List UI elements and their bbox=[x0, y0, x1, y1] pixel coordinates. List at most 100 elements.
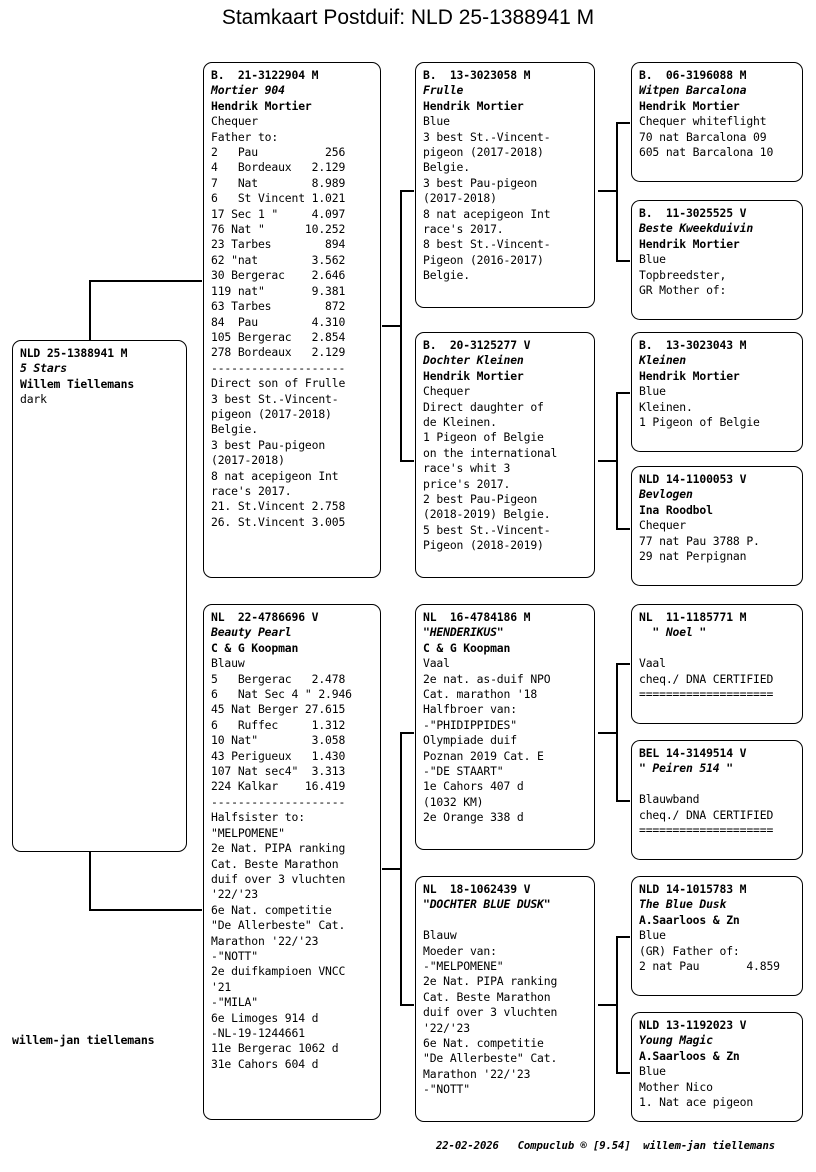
father-ring: B. 21-3122904 M bbox=[211, 68, 319, 82]
mf-detail-lines-6: Poznan 2019 Cat. E bbox=[423, 748, 544, 763]
pedigree-box-ffm[interactable]: B. 11-3025525 V Beste Kweekduivin Hendri… bbox=[631, 200, 803, 320]
ffm-name: Beste Kweekduivin bbox=[639, 221, 754, 236]
mother-detail-lines-2: 6 Nat Sec 4 " 2.946 bbox=[211, 687, 352, 702]
pedigree-box-mother-father[interactable]: NL 16-4784186 M "HENDERIKUS" C & G Koopm… bbox=[415, 604, 595, 850]
father-detail-lines-20: Belgie. bbox=[211, 422, 258, 437]
mother-detail-lines-11: "MELPOMENE" bbox=[211, 825, 285, 840]
pedigree-box-subject[interactable]: NLD 25-1388941 M 5 Stars Willem Tiellema… bbox=[12, 340, 187, 852]
fff-owner: Hendrik Mortier bbox=[639, 98, 740, 113]
mm-detail-lines-9: Marathon '22/'23 bbox=[423, 1066, 531, 1081]
mother-detail-lines-24: -NL-19-1244661 bbox=[211, 1025, 305, 1040]
mother-detail-lines-26: 31e Cahors 604 d bbox=[211, 1056, 319, 1071]
mmf-detail-lines: Blue(GR) Father of:2 nat Pau 4.859 bbox=[639, 928, 795, 974]
connector-mf-vertical bbox=[616, 663, 618, 800]
mother-ring: NL 22-4786696 V bbox=[211, 610, 319, 624]
subject-owner: Willem Tiellemans bbox=[20, 376, 135, 391]
mf-ring: NL 16-4784186 M bbox=[423, 610, 531, 624]
mm-detail-lines-8: "De Allerbeste" Cat. bbox=[423, 1051, 558, 1066]
father-detail-lines-4: 7 Nat 8.989 bbox=[211, 175, 346, 190]
ff-name: Frulle bbox=[423, 83, 464, 98]
fm-detail-lines-10: Pigeon (2018-2019) bbox=[423, 538, 544, 553]
connector-mm-in bbox=[598, 1004, 616, 1006]
father-detail-lines-13: 84 Pau 4.310 bbox=[211, 314, 346, 329]
father-detail-lines-21: 3 best Pau-pigeon bbox=[211, 437, 326, 452]
mfm-detail-lines-1: cheq./ DNA CERTIFIED bbox=[639, 807, 774, 822]
mf-detail-lines-10: 2e Orange 338 d bbox=[423, 810, 524, 825]
mm-detail-lines-1: Moeder van: bbox=[423, 943, 497, 958]
father-detail-lines-25: 21. St.Vincent 2.758 bbox=[211, 499, 346, 514]
father-detail-lines-19: pigeon (2017-2018) bbox=[211, 406, 332, 421]
mm-detail-lines-0: Blauw bbox=[423, 928, 457, 943]
mm-detail-lines-2: -"MELPOMENE" bbox=[423, 959, 504, 974]
pedigree-box-fmf[interactable]: B. 13-3023043 M Kleinen Hendrik Mortier … bbox=[631, 332, 803, 452]
mother-detail-lines-21: '21 bbox=[211, 979, 232, 994]
pedigree-box-father-father[interactable]: B. 13-3023058 M Frulle Hendrik Mortier B… bbox=[415, 62, 595, 308]
footer-text: 22-02-2026 Compuclub ® [9.54] willem-jan… bbox=[436, 1140, 776, 1152]
mother-detail-lines-25: 11e Bergerac 1062 d bbox=[211, 1041, 339, 1056]
pedigree-box-mmm[interactable]: NLD 13-1192023 V Young Magic A.Saarloos … bbox=[631, 1012, 803, 1122]
pedigree-box-father[interactable]: B. 21-3122904 M Mortier 904 Hendrik Mort… bbox=[203, 62, 381, 578]
fm-detail-lines-2: de Kleinen. bbox=[423, 415, 497, 430]
mother-detail-lines-10: Halfsister to: bbox=[211, 810, 305, 825]
mmf-detail-lines-2: 2 nat Pau 4.859 bbox=[639, 959, 780, 974]
fmm-ring: NLD 14-1100053 V bbox=[639, 472, 747, 486]
pedigree-box-mfm[interactable]: BEL 14-3149514 V " Peiren 514 " Blauwban… bbox=[631, 740, 803, 860]
fm-detail-lines-6: price's 2017. bbox=[423, 476, 511, 491]
mm-ring: NL 18-1062439 V bbox=[423, 882, 531, 896]
owner-label: willem-jan tiellemans bbox=[12, 1033, 155, 1047]
mff-detail-lines-2: ==================== bbox=[639, 687, 774, 702]
mm-detail-lines-7: 6e Nat. competitie bbox=[423, 1036, 544, 1051]
fmf-owner: Hendrik Mortier bbox=[639, 368, 740, 383]
ffm-detail-lines-1: Topbreedster, bbox=[639, 267, 727, 282]
pedigree-box-mother[interactable]: NL 22-4786696 V Beauty Pearl C & G Koopm… bbox=[203, 604, 381, 1120]
pedigree-box-fmm[interactable]: NLD 14-1100053 V Bevlogen Ina Roodbol Ch… bbox=[631, 466, 803, 586]
mf-owner: C & G Koopman bbox=[423, 640, 511, 655]
mother-detail-lines-17: "De Allerbeste" Cat. bbox=[211, 918, 346, 933]
mmm-detail-lines-2: 1. Nat ace pigeon bbox=[639, 1095, 754, 1110]
mmf-detail-lines-1: (GR) Father of: bbox=[639, 943, 740, 958]
page-title: Stamkaart Postduif: NLD 25-1388941 M bbox=[221, 6, 595, 29]
mmm-detail-lines-0: Blue bbox=[639, 1064, 666, 1079]
mf-detail-lines-2: Cat. marathon '18 bbox=[423, 687, 538, 702]
mf-detail-lines-5: Olympiade duif bbox=[423, 733, 517, 748]
fmm-detail-lines-1: 77 nat Pau 3788 P. bbox=[639, 533, 760, 548]
pedigree-box-fff[interactable]: B. 06-3196088 M Witpen Barcalona Hendrik… bbox=[631, 62, 803, 182]
mfm-ring: BEL 14-3149514 V bbox=[639, 746, 747, 760]
pedigree-box-mother-mother[interactable]: NL 18-1062439 V "DOCHTER BLUE DUSK" Blau… bbox=[415, 876, 595, 1122]
connector-mother-in bbox=[382, 868, 400, 870]
pedigree-box-father-mother[interactable]: B. 20-3125277 V Dochter Kleinen Hendrik … bbox=[415, 332, 595, 578]
fmm-detail-lines-0: Chequer bbox=[639, 518, 686, 533]
mother-detail-lines-5: 10 Nat" 3.058 bbox=[211, 733, 346, 748]
subject-detail-lines-0: dark bbox=[20, 392, 47, 407]
connector-fm-vertical bbox=[616, 392, 618, 528]
ff-detail-lines-1: 3 best St.-Vincent- bbox=[423, 129, 551, 144]
mother-detail-lines-19: -"NOTT" bbox=[211, 948, 258, 963]
ff-owner: Hendrik Mortier bbox=[423, 98, 524, 113]
connector-fm-in bbox=[598, 460, 616, 462]
mmm-name: Young Magic bbox=[639, 1033, 713, 1048]
fmm-name: Bevlogen bbox=[639, 487, 693, 502]
mmf-owner: A.Saarloos & Zn bbox=[639, 912, 740, 927]
ffm-ring: B. 11-3025525 V bbox=[639, 206, 747, 220]
ff-detail-lines-4: 3 best Pau-pigeon bbox=[423, 175, 538, 190]
mf-detail-lines-4: -"PHIDIPPIDES" bbox=[423, 717, 517, 732]
mmf-ring: NLD 14-1015783 M bbox=[639, 882, 747, 896]
pedigree-box-mmf[interactable]: NLD 14-1015783 M The Blue Dusk A.Saarloo… bbox=[631, 876, 803, 996]
mother-detail-lines-3: 45 Nat Berger 27.615 bbox=[211, 702, 346, 717]
father-detail-lines-18: 3 best St.-Vincent- bbox=[211, 391, 339, 406]
mother-detail-lines-6: 43 Perigueux 1.430 bbox=[211, 748, 346, 763]
mfm-detail-lines-2: ==================== bbox=[639, 823, 774, 838]
father-detail-lines-3: 4 Bordeaux 2.129 bbox=[211, 160, 346, 175]
mother-detail-lines-1: 5 Bergerac 2.478 bbox=[211, 671, 346, 686]
father-detail-lines-16: -------------------- bbox=[211, 360, 346, 375]
mff-owner bbox=[639, 641, 795, 656]
